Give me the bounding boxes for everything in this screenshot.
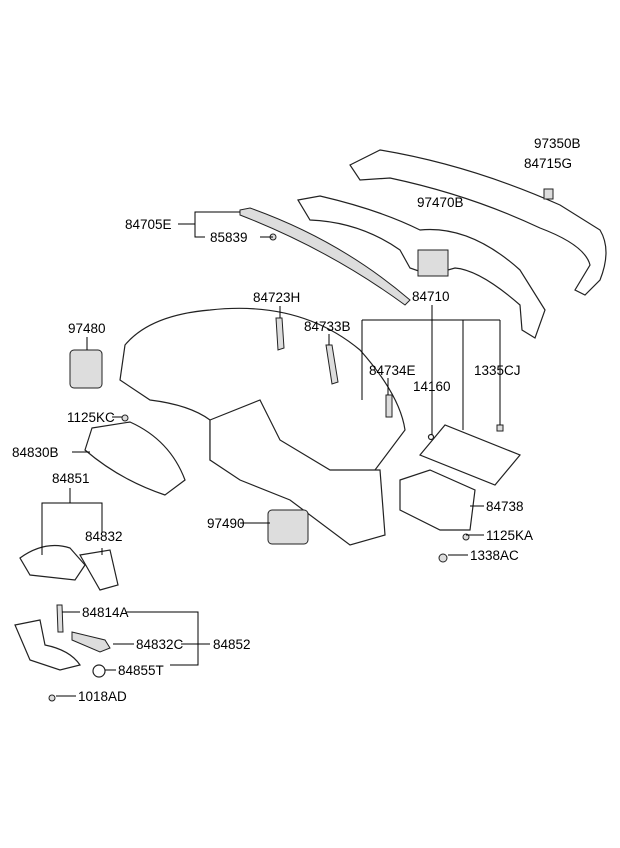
label-1338AC: 1338AC [470, 548, 519, 563]
label-1335CJ: 1335CJ [474, 363, 521, 378]
label-85839: 85839 [210, 230, 248, 245]
label-84734E: 84734E [369, 363, 416, 378]
nut-1338AC [438, 553, 448, 563]
defroster-duct [349, 149, 607, 296]
label-84855T: 84855T [118, 663, 164, 678]
label-84851: 84851 [52, 471, 90, 486]
label-84814A: 84814A [82, 605, 129, 620]
label-14160: 14160 [413, 379, 451, 394]
label-84852: 84852 [213, 637, 251, 652]
bracket-84734E [385, 394, 393, 418]
label-97480: 97480 [68, 321, 106, 336]
cluster-fascia [84, 421, 186, 496]
shroud-lower [14, 619, 81, 671]
part-drawings [14, 149, 607, 702]
label-1125KA: 1125KA [486, 528, 533, 543]
label-1018AD: 1018AD [78, 689, 127, 704]
label-84723H: 84723H [253, 290, 300, 305]
clip-1335CJ [496, 424, 504, 432]
bracket-84733B [325, 344, 339, 385]
label-84738: 84738 [486, 499, 524, 514]
bracket-84723H [275, 317, 285, 351]
glovebox-door [419, 424, 521, 486]
cover-84832 [79, 549, 119, 591]
label-84830B: 84830B [12, 445, 59, 460]
clip-84715G [543, 188, 554, 200]
vent-97480 [69, 349, 103, 389]
label-97350B: 97350B [534, 136, 581, 151]
crash-pad-lower [209, 399, 386, 546]
part-labels: 97350B 84715G 97470B 84705E 85839 84723H… [12, 136, 581, 704]
cover-84851 [19, 545, 86, 581]
label-97470B: 97470B [417, 195, 464, 210]
screw-1018AD [48, 694, 56, 702]
ring-84855T [92, 664, 106, 678]
label-84710: 84710 [412, 289, 450, 304]
crash-pad [119, 307, 406, 476]
bracket-84814A [56, 604, 64, 633]
label-84715G: 84715G [524, 156, 572, 171]
label-97490: 97490 [207, 516, 245, 531]
clip-14160 [427, 433, 435, 441]
duct-outlet-center [417, 249, 449, 277]
label-84733B: 84733B [304, 319, 351, 334]
label-84705E: 84705E [125, 217, 172, 232]
leader-lines [41, 211, 501, 697]
screw-1125KC [121, 414, 129, 422]
label-1125KC: 1125KC [67, 410, 115, 425]
vent-97490 [267, 509, 309, 545]
label-84832: 84832 [85, 529, 123, 544]
defroster-grille [239, 207, 411, 306]
airbag-module [399, 469, 476, 531]
label-84832C: 84832C [136, 637, 184, 652]
trim-84832C [71, 631, 111, 653]
